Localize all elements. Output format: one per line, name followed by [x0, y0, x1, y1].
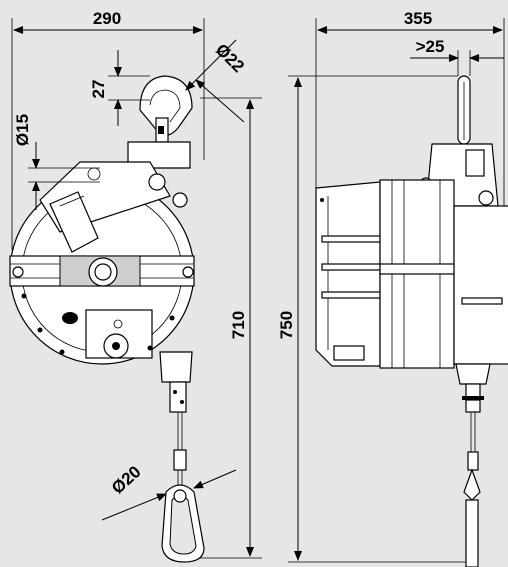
- dim-label-height-710: 710: [229, 311, 248, 339]
- dim-label-rope-diameter: Ø15: [13, 114, 32, 146]
- front-carabiner: [161, 484, 205, 563]
- side-view: [315, 75, 508, 567]
- side-housing: [315, 179, 508, 369]
- dim-label-height-750: 750: [277, 311, 296, 339]
- dim-label-width-side: 355: [404, 9, 432, 28]
- front-top-hook: [139, 75, 193, 143]
- dim-label-hook-clearance: >25: [416, 37, 445, 56]
- front-view: [9, 75, 205, 563]
- front-housing: [9, 161, 195, 365]
- dim-label-bottom-hook-diameter: Ø20: [108, 462, 145, 498]
- dim-label-top-hook-diameter: Ø22: [212, 40, 248, 76]
- dim-label-width-front: 290: [93, 9, 121, 28]
- dimension-lines: [11, 18, 505, 563]
- dim-label-top-hook-height: 27: [89, 80, 108, 99]
